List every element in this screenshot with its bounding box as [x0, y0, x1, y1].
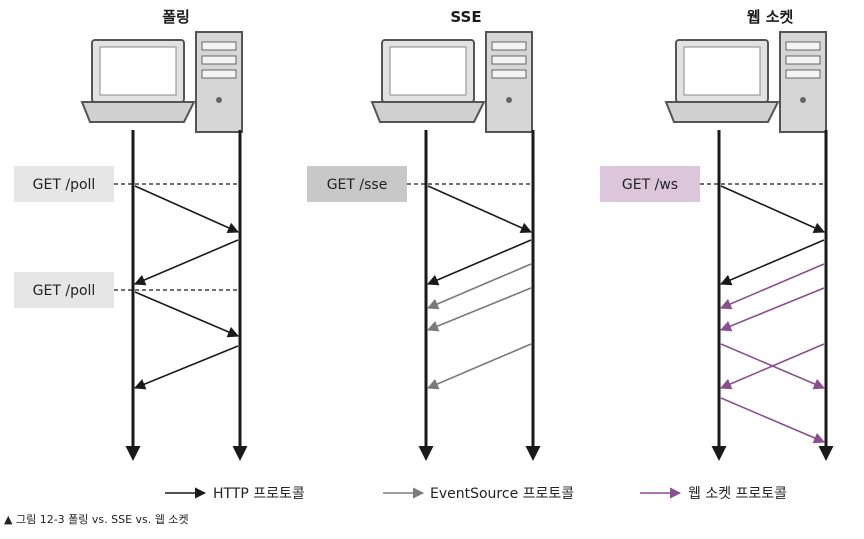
server-tower-icon	[485, 31, 533, 133]
laptop-icon	[370, 39, 486, 123]
http-arrow	[427, 185, 533, 234]
request-box-sse: GET /sse	[307, 166, 407, 202]
http-arrow	[134, 185, 240, 234]
request-label: GET /poll	[33, 177, 96, 193]
legend-item-websocket: 웹 소켓 프로토콜	[640, 486, 787, 502]
server-tower-icon	[195, 31, 243, 133]
legend-label: EventSource 프로토콜	[430, 486, 574, 502]
legend-item-eventsource: EventSource 프로토콜	[383, 486, 574, 502]
polling-devices	[80, 31, 243, 133]
websocket-arrow	[719, 263, 825, 310]
websocket-arrows	[719, 185, 826, 444]
request-box-websocket: GET /ws	[600, 166, 700, 202]
request-label: GET /sse	[327, 177, 388, 193]
figure-caption: ▲ 그림 12-3 폴링 vs. SSE vs. 웹 소켓	[4, 513, 189, 526]
request-box-polling-2: GET /poll	[14, 272, 114, 308]
request-label: GET /ws	[622, 177, 678, 193]
http-arrow	[133, 345, 239, 390]
server-tower-icon	[779, 31, 827, 133]
request-label: GET /poll	[33, 283, 96, 299]
legend-label: HTTP 프로토콜	[213, 486, 305, 502]
polling-arrows	[133, 185, 240, 390]
eventsource-arrow	[426, 343, 532, 390]
title-sse: SSE	[450, 8, 481, 26]
eventsource-arrow	[426, 263, 532, 310]
http-arrow	[719, 239, 825, 286]
sse-devices	[370, 31, 533, 133]
legend-item-http: HTTP 프로토콜	[165, 486, 305, 502]
laptop-icon	[80, 39, 196, 123]
laptop-icon	[664, 39, 780, 123]
websocket-arrow	[720, 397, 826, 444]
request-box-polling-1: GET /poll	[14, 166, 114, 202]
http-arrow	[426, 239, 532, 286]
http-arrow	[133, 239, 239, 286]
http-arrow	[134, 291, 240, 338]
legend-label: 웹 소켓 프로토콜	[688, 486, 787, 502]
eventsource-arrow	[426, 287, 532, 332]
dashed-lines	[114, 183, 826, 291]
websocket-devices	[664, 31, 827, 133]
http-arrow	[720, 185, 826, 234]
title-polling: 폴링	[162, 8, 190, 26]
lifelines	[125, 130, 834, 461]
sse-arrows	[426, 185, 533, 390]
title-websocket: 웹 소켓	[747, 8, 794, 26]
websocket-arrow	[719, 287, 825, 332]
websocket-arrow	[719, 343, 825, 390]
legend: HTTP 프로토콜 EventSource 프로토콜 웹 소켓 프로토콜	[165, 486, 787, 502]
